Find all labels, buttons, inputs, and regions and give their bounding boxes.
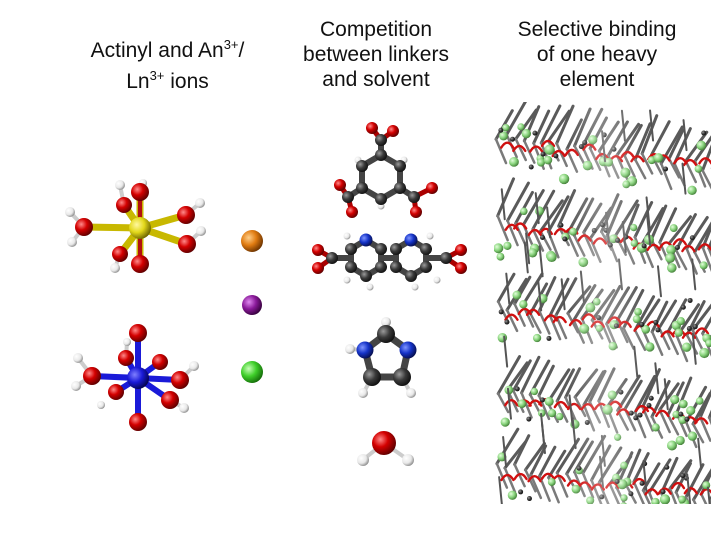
bipyridine-dicarboxylate-linker — [312, 232, 467, 291]
actinyl-complex — [65, 179, 206, 273]
trimesate-linker — [334, 122, 438, 218]
green-ion — [241, 361, 263, 383]
column-heading-competition: Competition between linkers and solvent — [303, 18, 449, 91]
column-heading-ions: Actinyl and An3+/ Ln3+ ions — [90, 37, 245, 93]
water-molecule — [357, 431, 414, 466]
orange-ion — [241, 230, 263, 252]
imidazole-linker — [345, 317, 417, 398]
column-heading-selective-binding: Selective binding of one heavy element — [517, 18, 677, 91]
lanthanide-aqua-complex — [71, 324, 199, 431]
purple-ion — [242, 295, 262, 315]
lattice-depth-fade — [570, 102, 640, 504]
